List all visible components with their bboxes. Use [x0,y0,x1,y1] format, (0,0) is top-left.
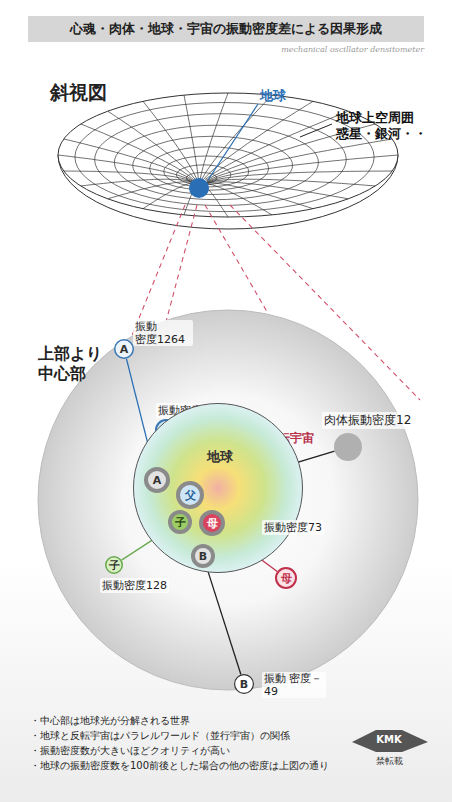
circle-letter: 母 [199,510,225,536]
density-circle: 子 [168,510,192,534]
label: 地球 [260,87,286,105]
circle-outline [334,433,362,461]
circle-letter: 子 [168,510,192,534]
label: ・中心部は地球光が分解される世界 [30,714,190,728]
density-circle: B振動 密度－49 [234,674,254,694]
density-circle: 母 [199,510,225,536]
label: ・地球の振動密度数を100前後とした場合の他の密度は上図の通り [30,759,329,773]
circle-letter: A [114,339,134,359]
leader-line [208,104,258,180]
circle-letter: A [144,467,170,493]
density-label: 振動密度73 [262,520,324,535]
label: KMK [376,734,402,745]
diagram-title: 心魂・肉体・地球・宇宙の振動密度差による因果形成 [28,16,424,42]
circle-letter: B [234,674,254,694]
label: 地球上空周囲 惑星・銀河・・ [336,110,428,141]
title-bar [28,16,424,42]
connector-line [207,567,241,674]
circle-letter: B [191,544,215,568]
density-circle: 肉体振動密度12 [334,433,362,461]
label: ・振動密度数が大きいほどクオリティが高い [30,744,230,758]
density-label: 振動 密度－49 [262,672,326,698]
circle-letter: 父 [176,481,204,509]
leader-line [300,124,332,137]
label: 上部より 中心部 [38,344,120,384]
density-label: 振動密度128 [100,578,169,593]
density-circle: B [191,544,215,568]
circle-letter: 子 [105,556,123,574]
earth-dot [189,178,209,198]
circle-letter: 母 [275,567,297,589]
label: 禁転載 [372,755,406,768]
label: 斜視図 [50,80,107,106]
density-label: 肉体振動密度12 [322,412,413,429]
earth-circle: 地球 A父子母B [133,403,303,573]
density-circle: A [144,467,170,493]
logo-mark [352,730,428,752]
density-circle: A振動 密度1264 [114,339,134,359]
density-label: 地球 [207,448,233,466]
density-circle: 父 [176,481,204,509]
density-label: 振動 密度1264 [133,320,193,346]
label: mechanical oscillator densitometer [200,45,424,54]
label: ・地球と反転宇宙はパラレルワールド（並行宇宙）の関係 [30,729,290,743]
density-circle: 母振動密度73 [275,567,297,589]
density-circle: 子振動密度128 [105,556,123,574]
outer-sphere [38,310,418,690]
